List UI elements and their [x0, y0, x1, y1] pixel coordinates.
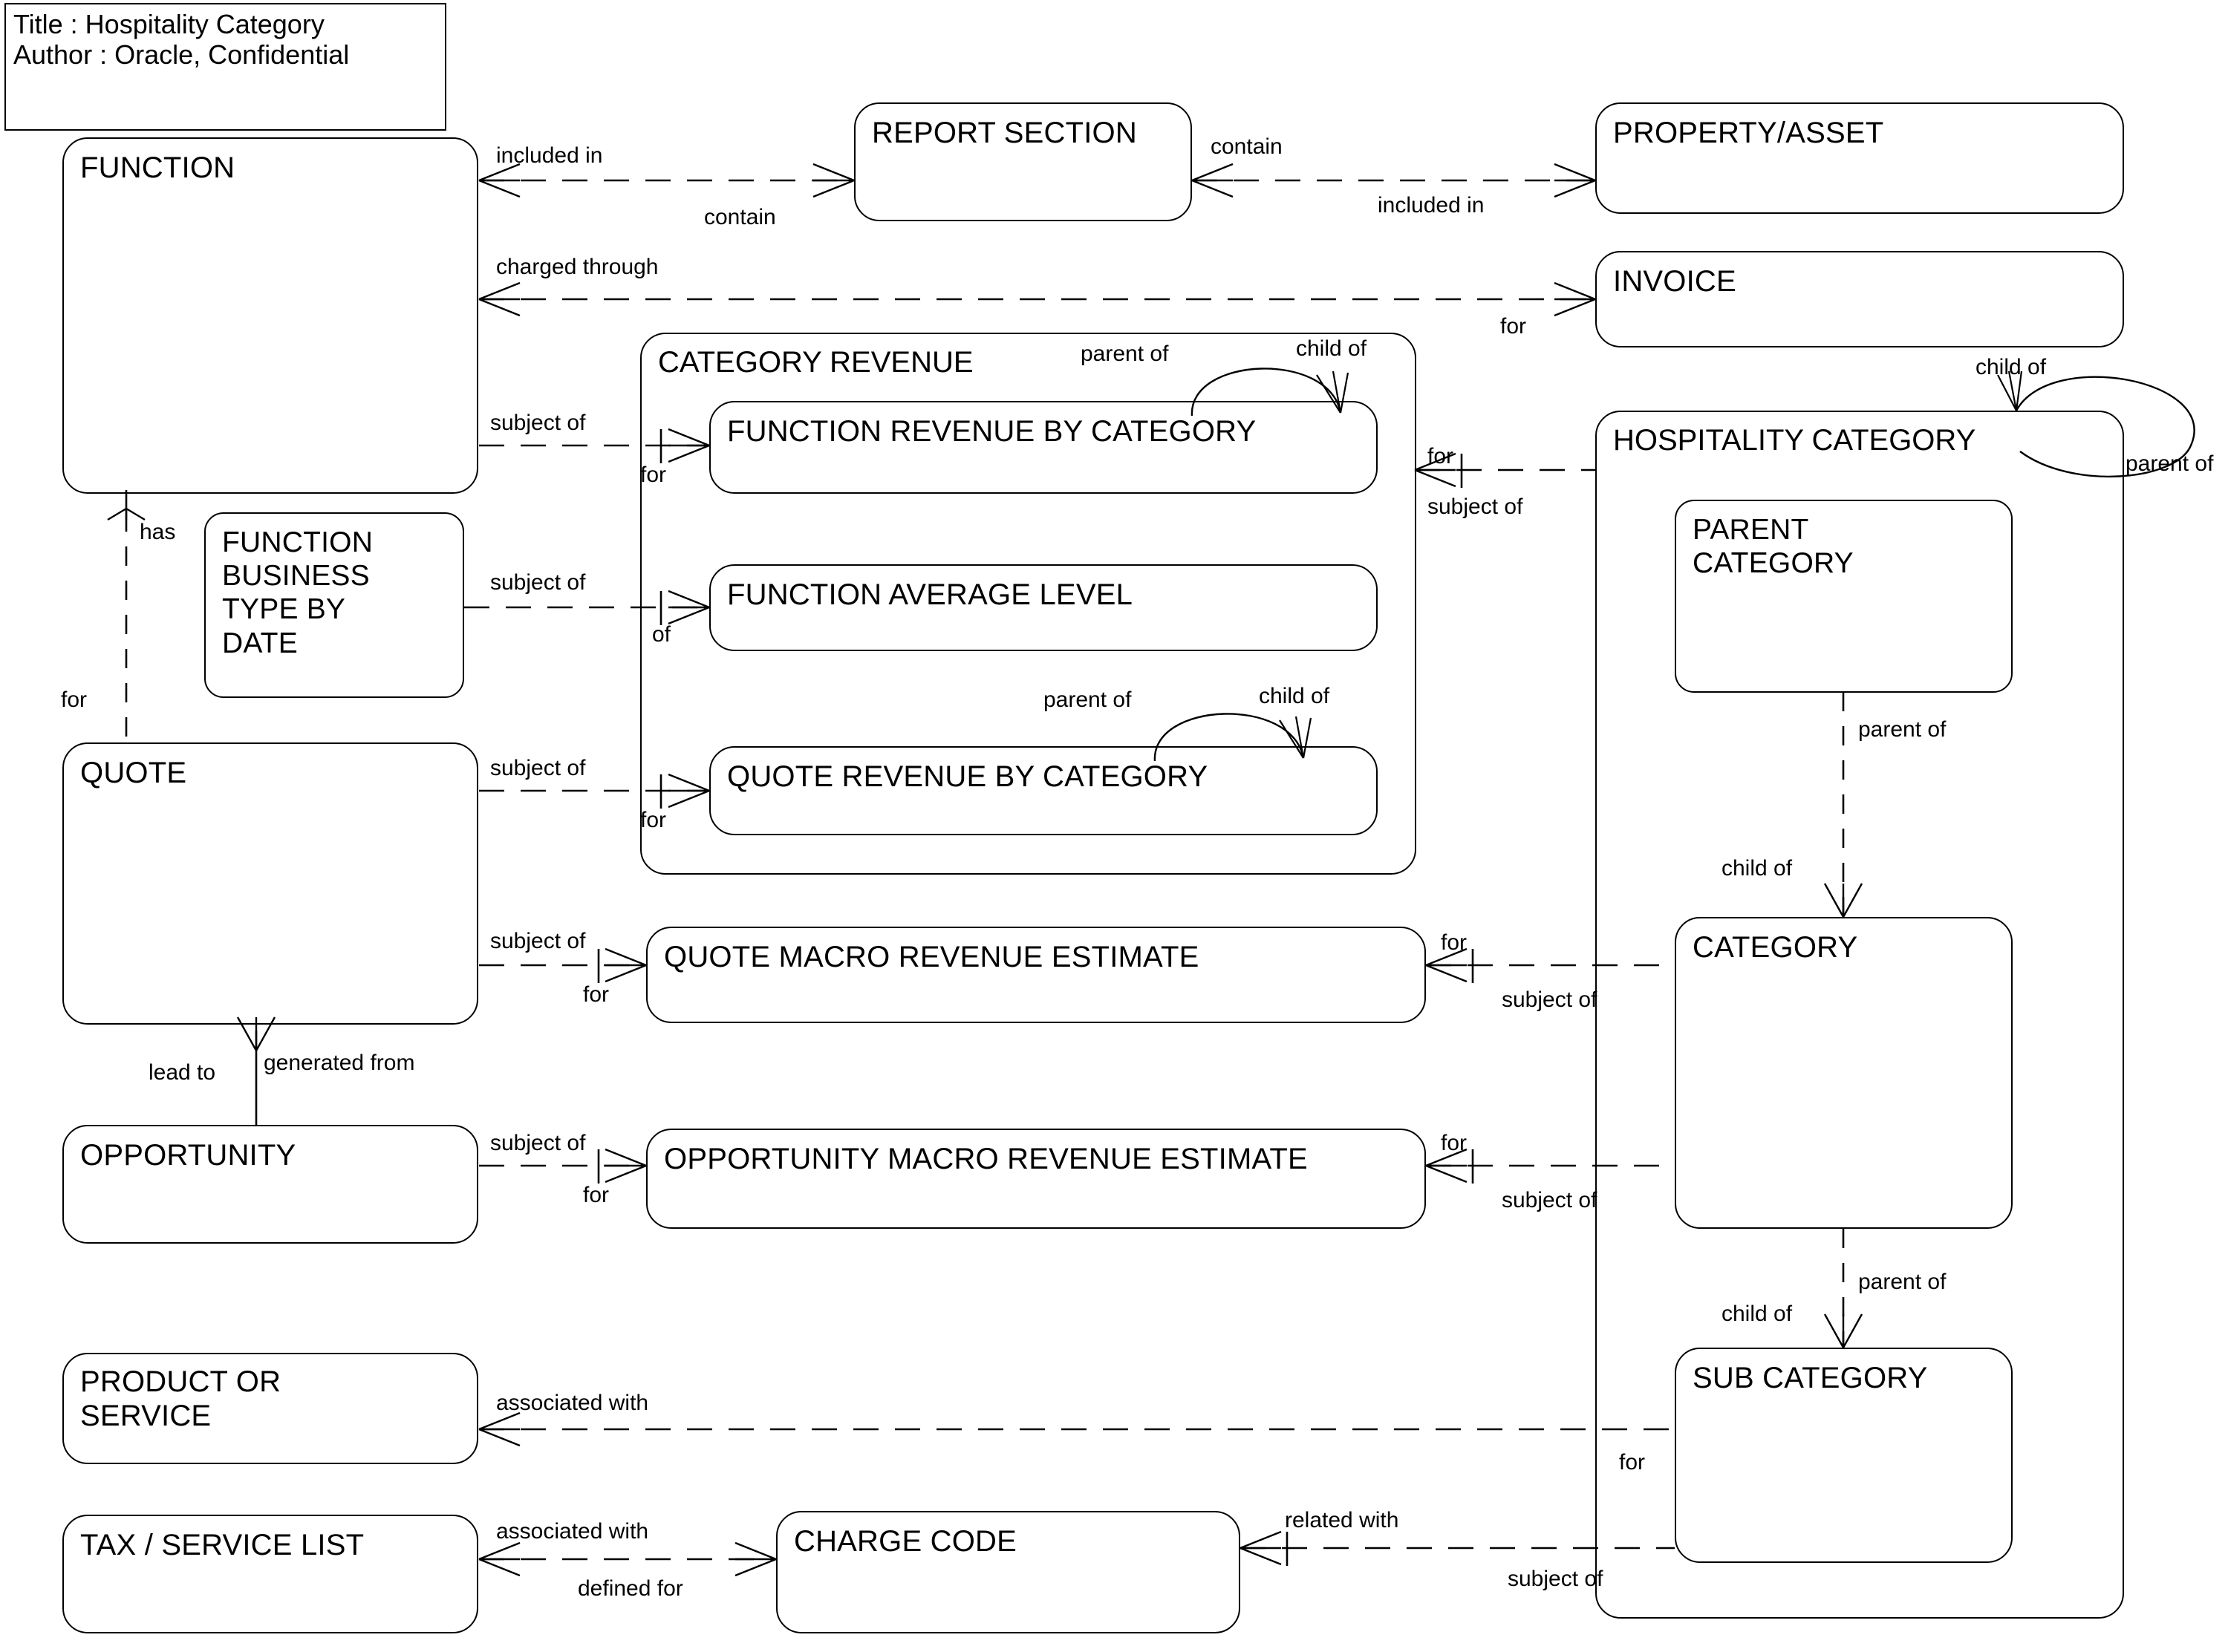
- title-block: Title : Hospitality Category Author : Or…: [4, 3, 446, 131]
- entity-invoice[interactable]: INVOICE: [1595, 251, 2124, 347]
- rel-label-parent-of-qrbc: parent of: [1043, 688, 1132, 712]
- rel-label-parent-of-category: parent of: [1858, 1270, 1947, 1294]
- rel-label-parent-of-frbc: parent of: [1081, 342, 1169, 366]
- entity-opportunity-macro-revenue-estimate[interactable]: OPPORTUNITY MACRO REVENUE ESTIMATE: [646, 1129, 1426, 1229]
- rel-label-subject-of-function-frbc: subject of: [490, 411, 586, 435]
- rel-label-subject-of-quote-qrbc: subject of: [490, 756, 586, 780]
- rel-label-for-quote-qmre: for: [583, 982, 610, 1007]
- rel-label-of-fbtd-fal: of: [652, 622, 671, 647]
- entity-function-revenue-by-category[interactable]: FUNCTION REVENUE BY CATEGORY: [709, 401, 1378, 494]
- rel-label-included-in-function-reportsection: included in: [496, 143, 603, 168]
- rel-label-child-of-subcategory: child of: [1722, 1302, 1793, 1326]
- rel-label-subject-of-opportunity-omre: subject of: [490, 1131, 586, 1155]
- rel-label-child-of-hospitality: child of: [1975, 355, 2047, 379]
- rel-label-defined-for-tax-chargecode: defined for: [578, 1576, 683, 1601]
- rel-label-for-function-quote: for: [61, 688, 88, 712]
- group-label-hospitality-category: HOSPITALITY CATEGORY: [1613, 424, 1976, 457]
- entity-function-business-type-by-date[interactable]: FUNCTION BUSINESS TYPE BY DATE: [204, 512, 464, 698]
- rel-label-for-omre-category: for: [1441, 1131, 1468, 1155]
- rel-label-subject-of-chargecode-subcategory: subject of: [1508, 1567, 1603, 1591]
- rel-label-associated-with-tax-chargecode: associated with: [496, 1519, 649, 1544]
- entity-quote-macro-revenue-estimate[interactable]: QUOTE MACRO REVENUE ESTIMATE: [646, 927, 1426, 1023]
- rel-label-subject-of-omre-category: subject of: [1502, 1188, 1597, 1212]
- rel-label-has-function-fbtd: has: [140, 520, 176, 544]
- entity-property-asset[interactable]: PROPERTY/ASSET: [1595, 102, 2124, 214]
- rel-label-child-of-qrbc: child of: [1259, 684, 1330, 708]
- entity-function[interactable]: FUNCTION: [62, 137, 478, 494]
- rel-label-associated-with-product-subcategory: associated with: [496, 1391, 649, 1415]
- rel-label-subject-of-fbtd-fal: subject of: [490, 570, 586, 595]
- rel-label-for-subcategory: for: [1619, 1450, 1646, 1475]
- entity-quote[interactable]: QUOTE: [62, 742, 478, 1025]
- rel-label-contain-reportsection-property: contain: [1211, 134, 1283, 159]
- entity-sub-category[interactable]: SUB CATEGORY: [1675, 1348, 2013, 1563]
- rel-label-included-in-reportsection-property: included in: [1378, 193, 1485, 218]
- rel-label-subject-of-catrev-hospitality: subject of: [1427, 494, 1523, 519]
- entity-function-average-level[interactable]: FUNCTION AVERAGE LEVEL: [709, 564, 1378, 651]
- entity-charge-code[interactable]: CHARGE CODE: [776, 1511, 1240, 1633]
- rel-label-parent-of-hospitality: parent of: [2126, 451, 2214, 476]
- group-label-category-revenue: CATEGORY REVENUE: [658, 346, 974, 379]
- entity-opportunity[interactable]: OPPORTUNITY: [62, 1125, 478, 1244]
- rel-label-for-function-invoice: for: [1500, 314, 1527, 339]
- rel-label-generated-from: generated from: [264, 1051, 415, 1075]
- rel-label-lead-to: lead to: [149, 1060, 216, 1085]
- rel-label-child-of-category: child of: [1722, 856, 1793, 881]
- rel-label-parent-of-parentcategory: parent of: [1858, 717, 1947, 742]
- rel-label-for-qmre-category: for: [1441, 930, 1468, 955]
- rel-label-for-quote-qrbc: for: [640, 808, 667, 832]
- rel-label-for-function-frbc: for: [640, 463, 667, 487]
- rel-label-related-with-chargecode-subcategory: related with: [1285, 1508, 1399, 1532]
- rel-label-charged-through: charged through: [496, 255, 659, 279]
- rel-label-for-catrev-hospitality: for: [1427, 444, 1454, 468]
- group-box-hospitality-category[interactable]: HOSPITALITY CATEGORY: [1595, 411, 2124, 1619]
- rel-label-child-of-frbc: child of: [1296, 336, 1367, 361]
- rel-label-contain-function-reportsection: contain: [704, 205, 776, 229]
- rel-label-for-opportunity-omre: for: [583, 1183, 610, 1207]
- entity-category[interactable]: CATEGORY: [1675, 917, 2013, 1229]
- entity-product-or-service[interactable]: PRODUCT OR SERVICE: [62, 1353, 478, 1464]
- group-box-category-revenue[interactable]: CATEGORY REVENUE: [640, 333, 1416, 875]
- entity-report-section[interactable]: REPORT SECTION: [854, 102, 1192, 221]
- rel-label-subject-of-quote-qmre: subject of: [490, 929, 586, 953]
- entity-tax-service-list[interactable]: TAX / SERVICE LIST: [62, 1515, 478, 1633]
- entity-parent-category[interactable]: PARENT CATEGORY: [1675, 500, 2013, 693]
- entity-quote-revenue-by-category[interactable]: QUOTE REVENUE BY CATEGORY: [709, 746, 1378, 835]
- rel-label-subject-of-qmre-category: subject of: [1502, 987, 1597, 1012]
